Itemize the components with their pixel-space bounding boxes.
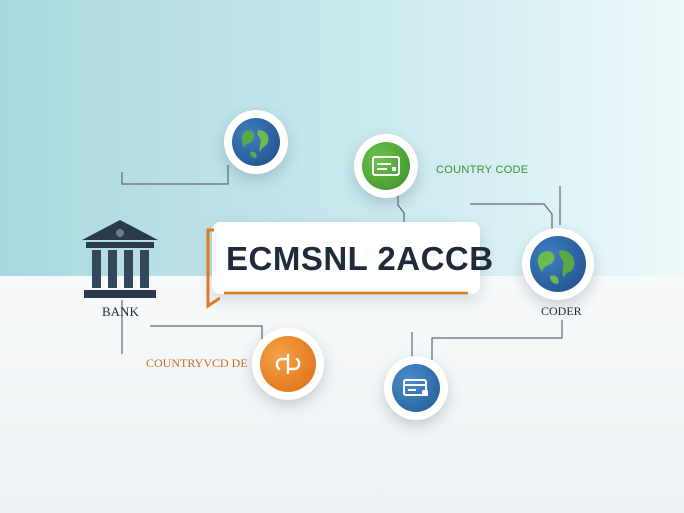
callout-bracket <box>206 228 220 309</box>
bank-label: BANK <box>102 304 139 319</box>
bank-building-icon <box>82 220 158 298</box>
card-reader-node[interactable] <box>354 134 418 198</box>
globe-icon <box>530 236 586 292</box>
card-reader-icon <box>362 142 410 190</box>
callout-title: ECMSNL 2ACCB <box>226 240 494 277</box>
country-code-label: COUNTRY CODE <box>436 164 529 176</box>
globe-node-top[interactable] <box>224 110 288 174</box>
link-icon <box>260 336 316 392</box>
globe-icon <box>232 118 280 166</box>
coder-label: CODER <box>541 304 582 318</box>
callout-box <box>212 222 480 294</box>
credit-card-node[interactable] <box>384 356 448 420</box>
connector-line <box>121 165 229 185</box>
link-node[interactable] <box>252 328 324 400</box>
globe-node-right[interactable] <box>522 228 594 300</box>
credit-card-icon <box>392 364 440 412</box>
country-code-alt-label: COUNTRYVCD DE <box>146 356 248 370</box>
callout-underline <box>224 291 468 295</box>
